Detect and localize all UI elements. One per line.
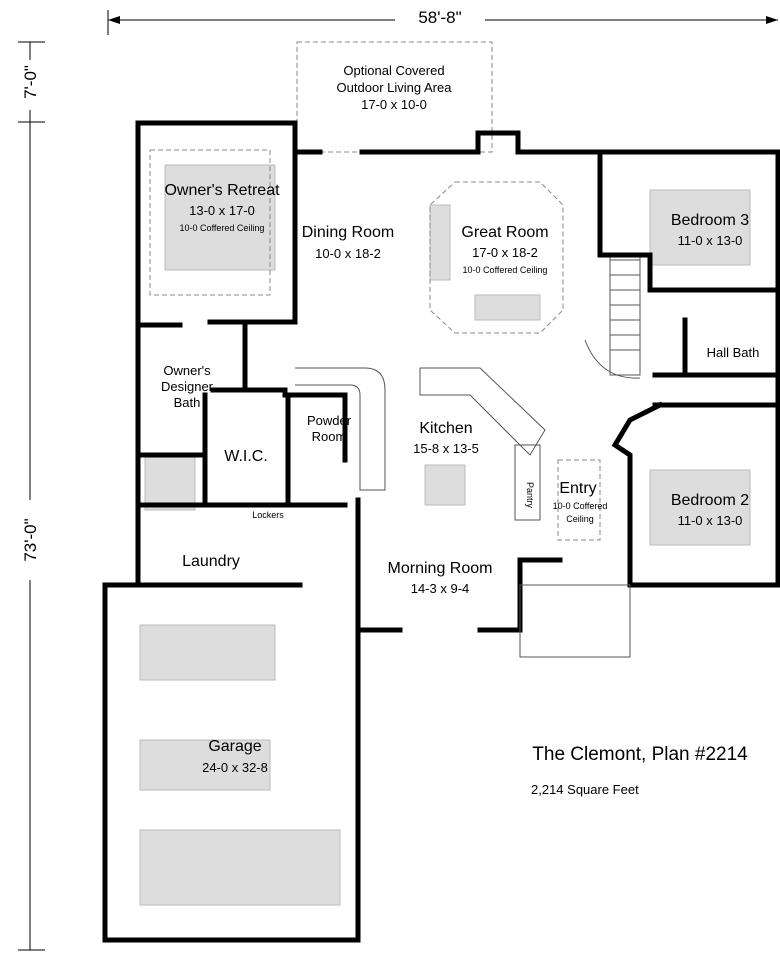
stairs bbox=[584, 254, 641, 379]
svg-text:Laundry: Laundry bbox=[182, 553, 240, 570]
plan-area: 2,214 Square Feet bbox=[531, 782, 639, 797]
svg-text:Powder: Powder bbox=[307, 413, 352, 428]
svg-text:10-0 Coffered Ceiling: 10-0 Coffered Ceiling bbox=[180, 223, 265, 233]
svg-text:W.I.C.: W.I.C. bbox=[224, 448, 268, 465]
svg-text:Morning Room: Morning Room bbox=[388, 560, 493, 577]
svg-text:58'-8": 58'-8" bbox=[418, 8, 461, 27]
svg-text:Great Room: Great Room bbox=[461, 224, 548, 241]
plan-title: The Clemont, Plan #2214 bbox=[532, 744, 748, 765]
svg-text:Dining Room: Dining Room bbox=[302, 224, 394, 241]
svg-text:Room: Room bbox=[312, 429, 347, 444]
svg-text:Pantry: Pantry bbox=[525, 482, 535, 509]
svg-text:10-0 Coffered: 10-0 Coffered bbox=[553, 501, 608, 511]
dimension-width: 58'-8" bbox=[107, 6, 778, 35]
front-porch bbox=[519, 584, 631, 658]
svg-text:Bath: Bath bbox=[174, 395, 201, 410]
svg-text:Bedroom 2: Bedroom 2 bbox=[671, 492, 749, 509]
svg-text:73'-0": 73'-0" bbox=[21, 518, 40, 561]
furniture bbox=[139, 164, 751, 906]
svg-text:10-0 x 18-2: 10-0 x 18-2 bbox=[315, 246, 381, 261]
room-labels: Optional Covered Outdoor Living Area 17-… bbox=[161, 63, 759, 775]
svg-text:17-0 x 10-0: 17-0 x 10-0 bbox=[361, 97, 427, 112]
svg-text:Kitchen: Kitchen bbox=[419, 420, 472, 437]
coffered-ceiling bbox=[429, 181, 564, 334]
svg-text:Owner's: Owner's bbox=[163, 363, 211, 378]
svg-text:Hall Bath: Hall Bath bbox=[707, 345, 760, 360]
svg-text:Lockers: Lockers bbox=[252, 510, 284, 520]
svg-text:Entry: Entry bbox=[559, 480, 596, 497]
svg-text:Garage: Garage bbox=[208, 738, 261, 755]
svg-text:7'-0": 7'-0" bbox=[21, 65, 40, 99]
svg-text:Owner's Retreat: Owner's Retreat bbox=[164, 182, 280, 199]
svg-text:15-8 x 13-5: 15-8 x 13-5 bbox=[413, 441, 479, 456]
svg-text:13-0 x 17-0: 13-0 x 17-0 bbox=[189, 203, 255, 218]
svg-text:Bedroom 3: Bedroom 3 bbox=[671, 212, 749, 229]
dimension-height: 7'-0" 73'-0" bbox=[18, 41, 45, 951]
svg-text:24-0 x 32-8: 24-0 x 32-8 bbox=[202, 760, 268, 775]
walls bbox=[102, 120, 780, 943]
svg-text:14-3 x 9-4: 14-3 x 9-4 bbox=[411, 581, 470, 596]
svg-text:Ceiling: Ceiling bbox=[566, 514, 594, 524]
svg-text:11-0 x 13-0: 11-0 x 13-0 bbox=[678, 513, 743, 528]
kitchen-counters bbox=[295, 367, 546, 521]
svg-text:Designer: Designer bbox=[161, 379, 214, 394]
svg-text:10-0 Coffered Ceiling: 10-0 Coffered Ceiling bbox=[463, 265, 548, 275]
svg-text:Outdoor Living Area: Outdoor Living Area bbox=[337, 80, 453, 95]
svg-text:Optional Covered: Optional Covered bbox=[343, 63, 444, 78]
svg-text:11-0 x 13-0: 11-0 x 13-0 bbox=[678, 233, 743, 248]
svg-text:17-0 x 18-2: 17-0 x 18-2 bbox=[472, 245, 538, 260]
